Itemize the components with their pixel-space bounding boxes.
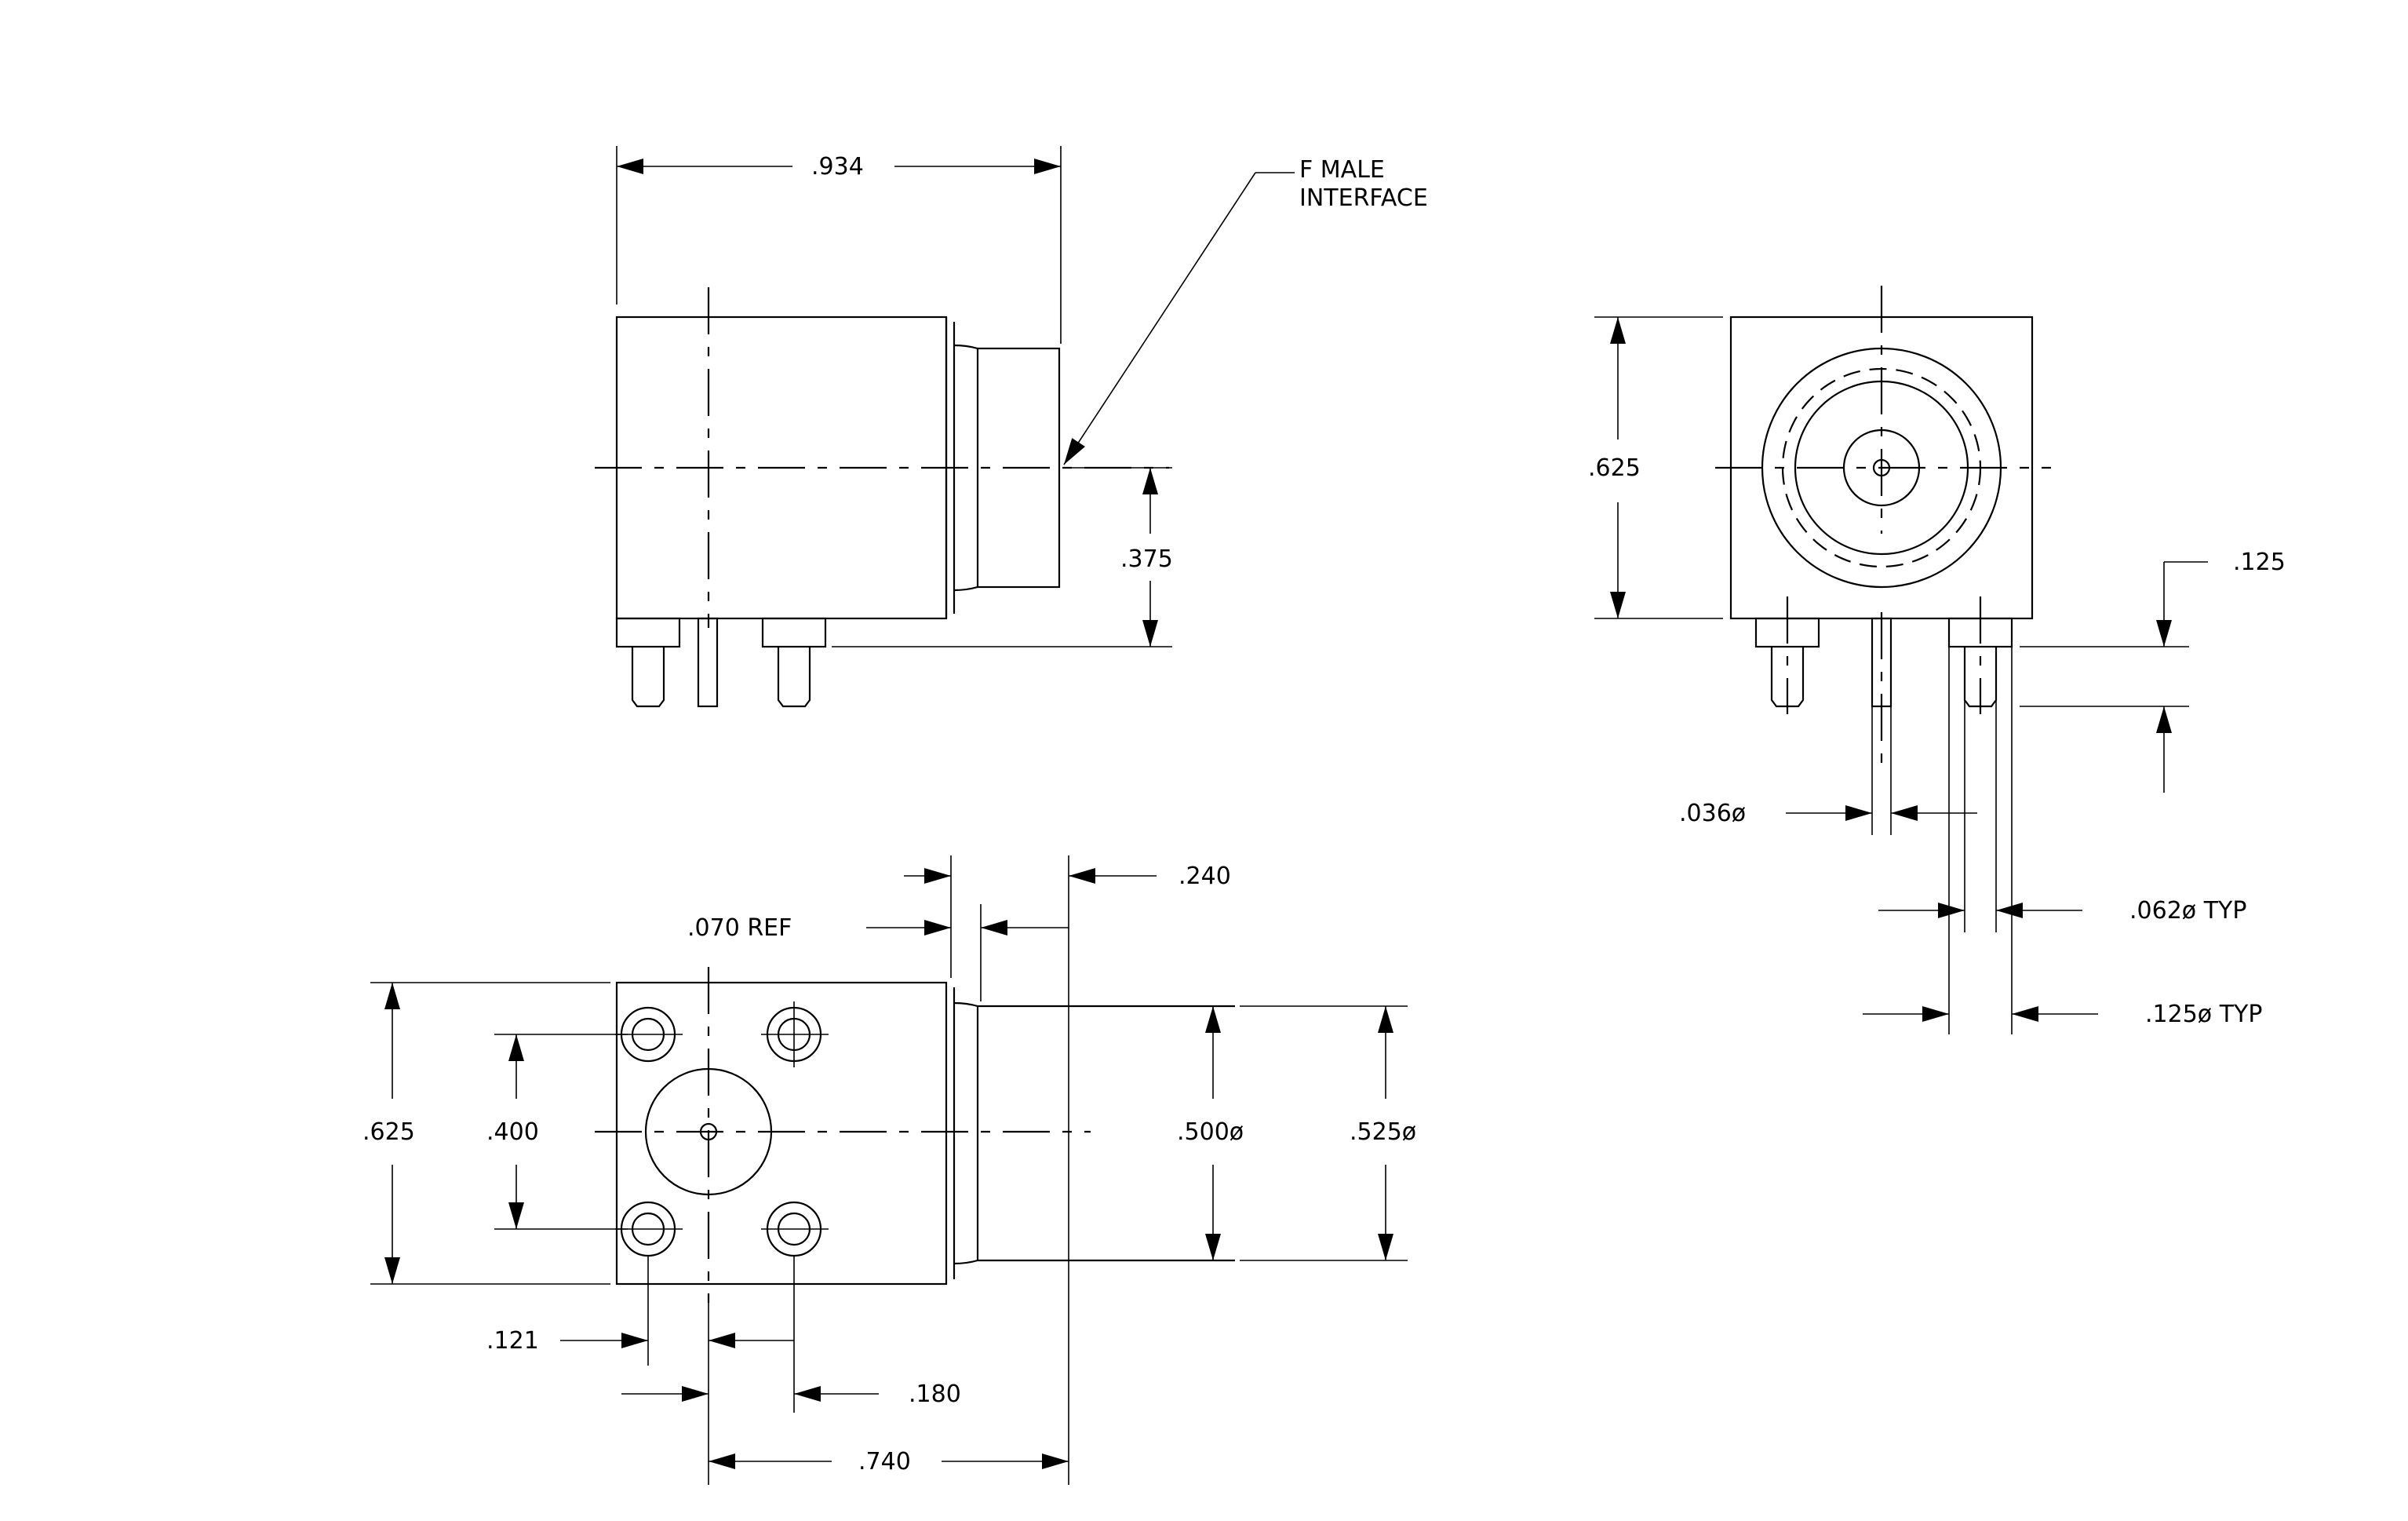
interface-note-line1: F MALE (1299, 156, 1385, 184)
dim-body-height: .625 (362, 1118, 415, 1146)
dim-center-pin-dia: .036ø (1679, 800, 1746, 827)
dim-flange-dia: .525ø (1350, 1118, 1416, 1146)
dim-centerline-height: .375 (1120, 545, 1173, 573)
bottom-view: .625 .400 .500ø .525ø .240 (362, 855, 1416, 1485)
dim-post-dia: .062ø TYP (2129, 897, 2246, 925)
dim-pin-length: .125 (2233, 549, 2286, 576)
front-view: .625 .125 .036ø .062ø TYP .125ø TYP (1588, 286, 2286, 1034)
dim-groove-ref: .070 REF (687, 914, 792, 942)
dim-front-height: .625 (1588, 454, 1641, 482)
dim-overall-length: .934 (811, 153, 864, 181)
dim-post-offset-left: .121 (486, 1327, 539, 1355)
bottom-body-outline (615, 981, 948, 1286)
side-view: .934 .375 F MALE INTERFACE (595, 146, 1428, 708)
side-interface-outline (976, 347, 1061, 589)
interface-note-line2: INTERFACE (1299, 184, 1428, 212)
dim-post-base-dia: .125ø TYP (2145, 1001, 2262, 1028)
dim-flange-offset: .240 (1178, 863, 1231, 890)
dim-center-to-face: .740 (858, 1448, 911, 1475)
dim-post-spacing-vertical: .400 (486, 1118, 539, 1146)
dim-thread-dia: .500ø (1177, 1118, 1244, 1146)
dim-post-offset-center: .180 (909, 1381, 961, 1408)
